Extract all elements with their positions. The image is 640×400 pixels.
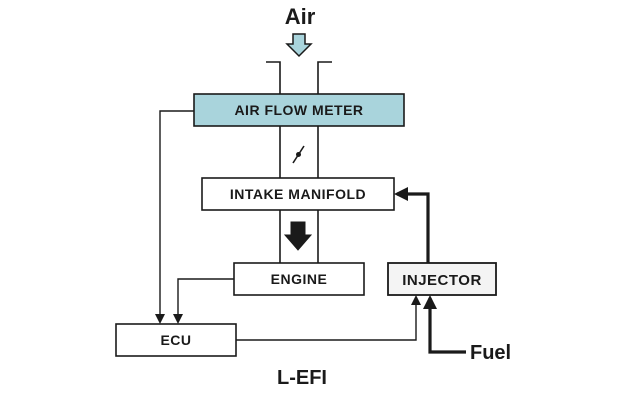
fuel-label: Fuel: [470, 342, 511, 364]
intake-manifold-box: [201, 177, 395, 211]
intake-manifold-label: INTAKE MANIFOLD: [230, 186, 366, 202]
air-flow-meter-box: [193, 93, 405, 127]
afm-to-ecu-signal: [155, 110, 194, 324]
ecu-to-injector-signal: [236, 295, 421, 341]
injector-label: INJECTOR: [402, 272, 482, 289]
air-inflow-arrow: [285, 33, 313, 58]
engine-box: [233, 262, 365, 296]
air-flow-meter-label: AIR FLOW METER: [234, 102, 363, 118]
engine-to-ecu-signal: [173, 278, 234, 324]
system-name-label: L-EFI: [277, 367, 327, 389]
fuel-supply-line: [423, 295, 466, 354]
engine-label: ENGINE: [271, 271, 328, 287]
ecu-box: [115, 323, 237, 357]
injector-box: [387, 262, 497, 296]
throttle-valve-pivot: [296, 152, 301, 157]
injector-to-manifold-fuel-line: [394, 187, 430, 263]
air-label: Air: [285, 4, 316, 29]
ecu-label: ECU: [160, 332, 191, 348]
flow-to-engine-arrow: [283, 221, 313, 251]
